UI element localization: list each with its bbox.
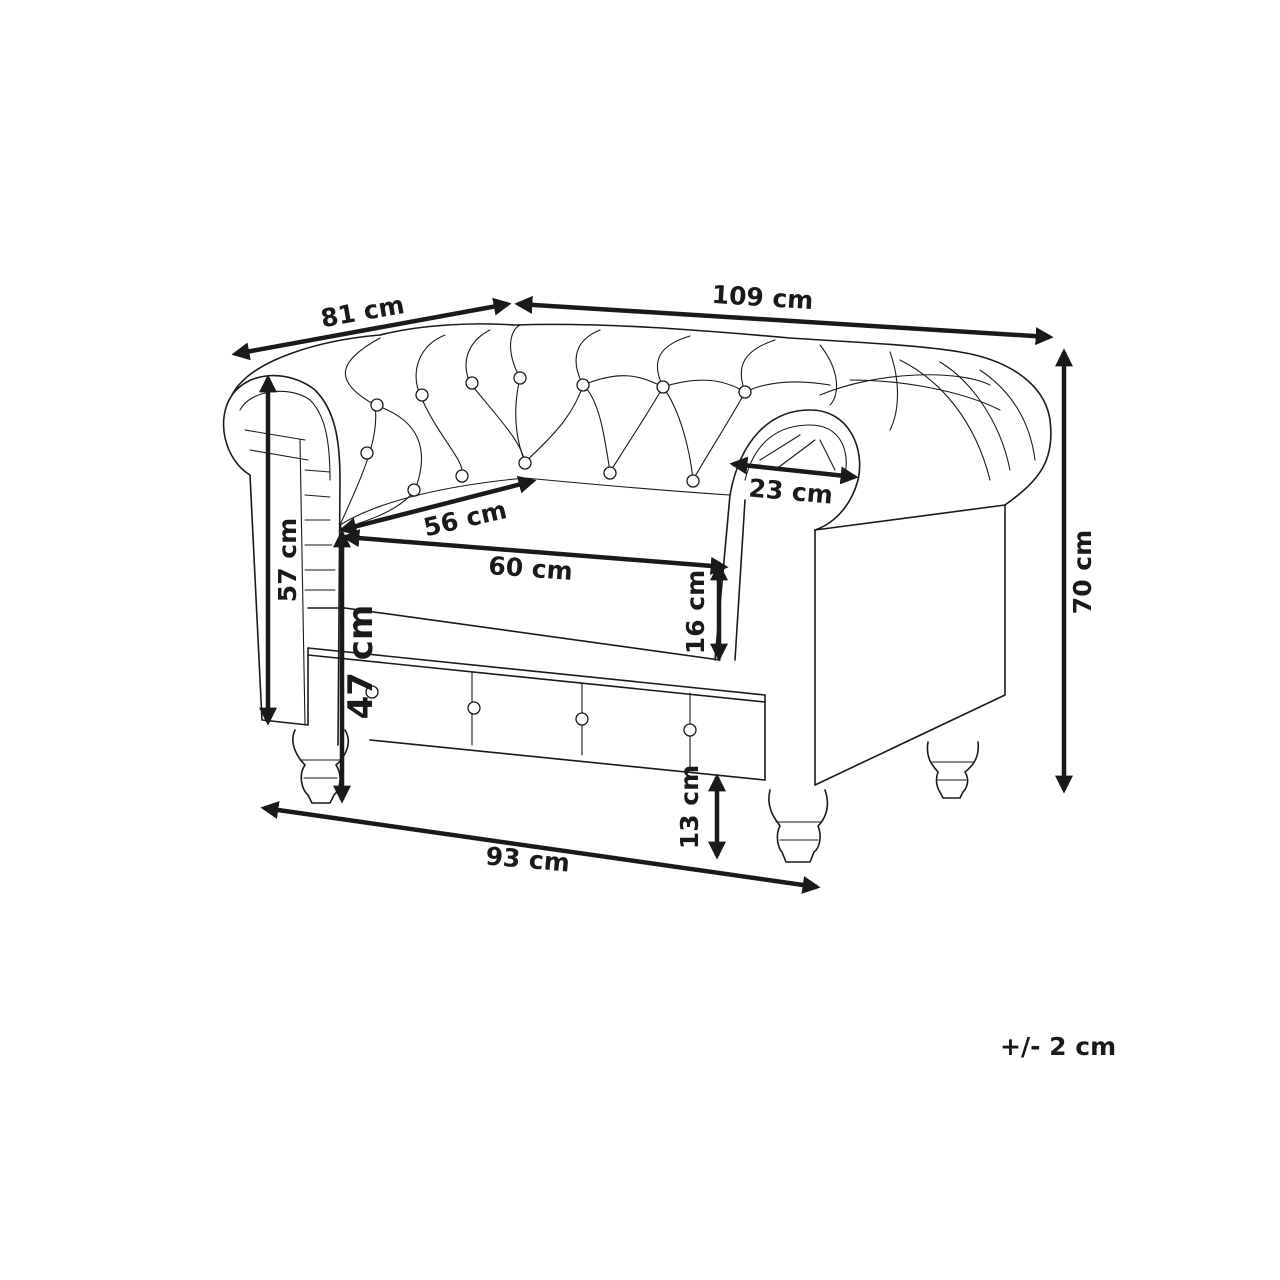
- back-depth-arrow: [231, 297, 512, 361]
- label-seat-depth: 56 cm: [421, 495, 510, 542]
- label-seat-height: 47 cm: [341, 605, 381, 720]
- front-right-leg: [768, 789, 829, 863]
- backrest-top: [231, 323, 1052, 506]
- label-arm-width: 23 cm: [747, 473, 834, 509]
- label-leg-height: 13 cm: [675, 765, 704, 849]
- tolerance-note: +/- 2 cm: [1000, 1032, 1117, 1061]
- front-apron: [307, 654, 766, 781]
- seat-width-arrow: [341, 529, 729, 575]
- label-seat-width: 60 cm: [487, 551, 573, 586]
- left-arm: [222, 374, 341, 746]
- seat-depth-arrow: [338, 475, 537, 536]
- dimension-lines: [231, 295, 1073, 894]
- arm-width-arrow: [729, 456, 859, 485]
- label-total-depth: 93 cm: [484, 841, 571, 877]
- armchair-drawing: [222, 323, 1052, 863]
- total-width-arrow: [514, 295, 1054, 346]
- label-total-width: 109 cm: [711, 280, 814, 315]
- right-arm: [714, 359, 1036, 786]
- dimension-labels: 81 cm 109 cm 23 cm 56 cm 60 cm 57 cm 47 …: [273, 280, 1097, 878]
- back-right-leg: [926, 741, 980, 799]
- total-depth-arrow: [260, 801, 821, 894]
- label-arm-height: 57 cm: [273, 518, 302, 602]
- label-arm-above-seat: 16 cm: [681, 570, 710, 654]
- backrest-lower-edge: [339, 477, 731, 526]
- label-total-height: 70 cm: [1068, 530, 1097, 614]
- backrest-tufting: [339, 324, 899, 529]
